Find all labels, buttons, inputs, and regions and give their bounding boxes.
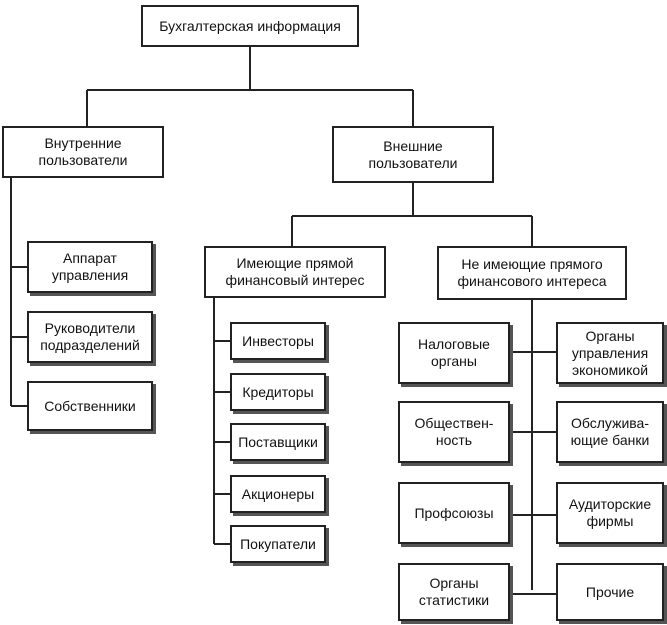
internal-item-label: Собственники <box>44 397 136 414</box>
indirect-item-label: Аудиторские фирмы <box>568 496 652 529</box>
indirect-item-label: Органы статистики <box>418 575 490 608</box>
indirect-item-label: Органы управления экономикой <box>571 327 649 378</box>
root-node: Бухгалтерская информация <box>141 5 359 47</box>
indirect-item-label: Обслужива- ющие банки <box>570 415 650 448</box>
indirect-item-label: Налоговые органы <box>418 336 490 369</box>
direct-item-label: Поставщики <box>238 433 318 450</box>
indirect-item-left: Налоговые органы <box>398 322 510 384</box>
internal-item: Руководители подразделений <box>27 311 153 363</box>
internal-item: Аппарат управления <box>27 241 153 293</box>
internal-users-node: Внутренние пользователи <box>2 126 164 178</box>
direct-interest-node: Имеющие прямой финансовый интерес <box>204 246 386 298</box>
indirect-interest-label: Не имеющие прямого финансового интереса <box>457 256 607 289</box>
indirect-interest-node: Не имеющие прямого финансового интереса <box>437 246 627 300</box>
direct-item: Инвесторы <box>230 322 326 360</box>
direct-item-label: Акционеры <box>241 485 315 502</box>
indirect-item-label: Прочие <box>585 583 635 600</box>
indirect-item-right: Аудиторские фирмы <box>556 482 664 544</box>
direct-item-label: Покупатели <box>240 535 316 552</box>
indirect-item-right: Прочие <box>556 563 664 621</box>
external-users-label: Внешние пользователи <box>368 137 458 171</box>
indirect-item-label: Обществен- ность <box>414 415 494 448</box>
indirect-item-left: Профсоюзы <box>398 482 510 544</box>
indirect-item-left: Органы статистики <box>398 563 510 621</box>
direct-item: Кредиторы <box>230 373 326 411</box>
direct-item-label: Инвесторы <box>242 332 314 349</box>
internal-item-label: Руководители подразделений <box>40 320 140 353</box>
internal-users-label: Внутренние пользователи <box>38 135 128 168</box>
direct-item: Поставщики <box>230 423 326 461</box>
root-label: Бухгалтерская информация <box>159 17 341 34</box>
direct-item: Покупатели <box>230 525 326 563</box>
direct-item: Акционеры <box>230 475 326 513</box>
indirect-item-right: Обслужива- ющие банки <box>556 401 664 463</box>
internal-item-label: Аппарат управления <box>51 250 129 283</box>
indirect-item-left: Обществен- ность <box>398 401 510 463</box>
direct-interest-label: Имеющие прямой финансовый интерес <box>225 255 365 288</box>
indirect-item-label: Профсоюзы <box>414 504 494 521</box>
direct-item-label: Кредиторы <box>242 383 314 400</box>
indirect-item-right: Органы управления экономикой <box>556 322 664 384</box>
external-users-node: Внешние пользователи <box>332 126 494 183</box>
internal-item: Собственники <box>27 381 153 431</box>
